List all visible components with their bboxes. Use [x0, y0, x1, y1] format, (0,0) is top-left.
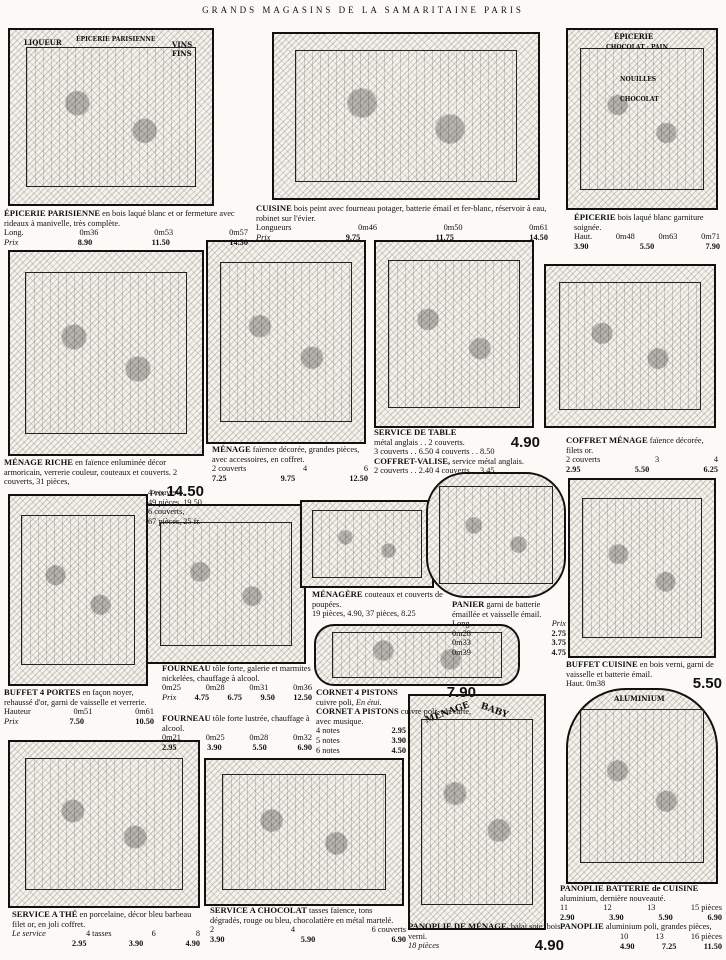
page-header: GRANDS MAGASINS DE LA SAMARITAINE PARIS [202, 5, 524, 15]
sign-epicerie-r1: CHOCOLAT · PAIN [606, 44, 668, 51]
caption-service-the: SERVICE A THÉ en porcelaine, décor bleu … [12, 909, 200, 948]
caption-epicerie-parisienne: ÉPICERIE PARISIENNE en bois laqué blanc … [4, 208, 248, 247]
cuisine-illustration [272, 32, 540, 200]
service-chocolat-illustration [204, 758, 404, 906]
service-table-illustration [374, 240, 534, 428]
sign-epicerie-r0: ÉPICERIE [614, 32, 654, 41]
menage-riche-illustration [8, 250, 204, 456]
caption-fourneau-1: FOURNEAU tôle forte, galerie et marmites… [162, 663, 312, 702]
sign-epicerie-parisienne: ÉPICERIE PARISIENNE [76, 36, 156, 43]
caption-coffret-menage: COFFRET MÉNAGE faïence décorée, filets o… [566, 435, 718, 474]
caption-cuisine: CUISINE bois peint avec fourneau potager… [256, 203, 548, 242]
caption-panier: PANIER garni de batterie émaillée et vai… [452, 599, 566, 657]
caption-service-table: SERVICE DE TABLE métal anglais . . 2 cou… [374, 427, 540, 476]
caption-menage-faience: MÉNAGE faïence décorée, grandes pièces, … [212, 444, 368, 483]
service-the-illustration [8, 740, 200, 908]
fourneau-illustration [146, 504, 306, 664]
epicerie-right-illustration: ÉPICERIE CHOCOLAT · PAIN NOUILLES CHOCOL… [566, 28, 718, 210]
caption-menage-riche-more: 4 couverts, 49 pièces. 19.50 6 couverts,… [148, 488, 202, 526]
buffet-4-portes-illustration [8, 494, 148, 686]
caption-buffet-4-portes: BUFFET 4 PORTES en façon noyer, rehaussé… [4, 687, 154, 726]
caption-panoplie-menage: PANOPLIE DE MÉNAGE, balai soie, bois ver… [408, 921, 564, 955]
panoplie-menage-illustration: MÉNAGE BABY [408, 694, 546, 930]
sign-vins-fins: VINS FINS [172, 40, 193, 58]
caption-menagere: MÉNAGÈRE couteaux et couverts de poupées… [312, 589, 443, 619]
sign-aluminium: ALUMINIUM [614, 694, 665, 703]
buffet-cuisine-illustration [568, 478, 716, 658]
caption-menage-riche: MÉNAGE RICHE en faïence enluminée décor … [4, 457, 204, 500]
menagere-illustration [300, 500, 434, 588]
cornet-illustration [314, 624, 520, 686]
sign-baby: BABY [479, 701, 510, 721]
sign-epicerie-r3: CHOCOLAT [620, 96, 659, 103]
caption-epicerie-right: ÉPICERIE bois laqué blanc garniture soig… [574, 212, 720, 251]
caption-fourneau-2: FOURNEAU tôle forte lustrée, chauffage à… [162, 713, 312, 752]
sign-epicerie-r2: NOUILLES [620, 76, 657, 83]
caption-buffet-cuisine: BUFFET CUISINE en bois verni, garni de v… [566, 659, 722, 693]
caption-service-chocolat: SERVICE A CHOCOLAT tasses faïence, tons … [210, 905, 406, 944]
coffret-menage-illustration [544, 264, 716, 428]
sign-liqueur: LIQUEUR [24, 38, 62, 47]
epicerie-parisienne-illustration: LIQUEUR ÉPICERIE PARISIENNE VINS FINS [8, 28, 214, 206]
panoplie-batterie-illustration: ALUMINIUM [566, 688, 718, 884]
menage-faience-illustration [206, 240, 366, 444]
panier-illustration [426, 472, 566, 598]
caption-panoplie-batterie: PANOPLIE BATTERIE de CUISINE aluminium, … [560, 883, 722, 951]
